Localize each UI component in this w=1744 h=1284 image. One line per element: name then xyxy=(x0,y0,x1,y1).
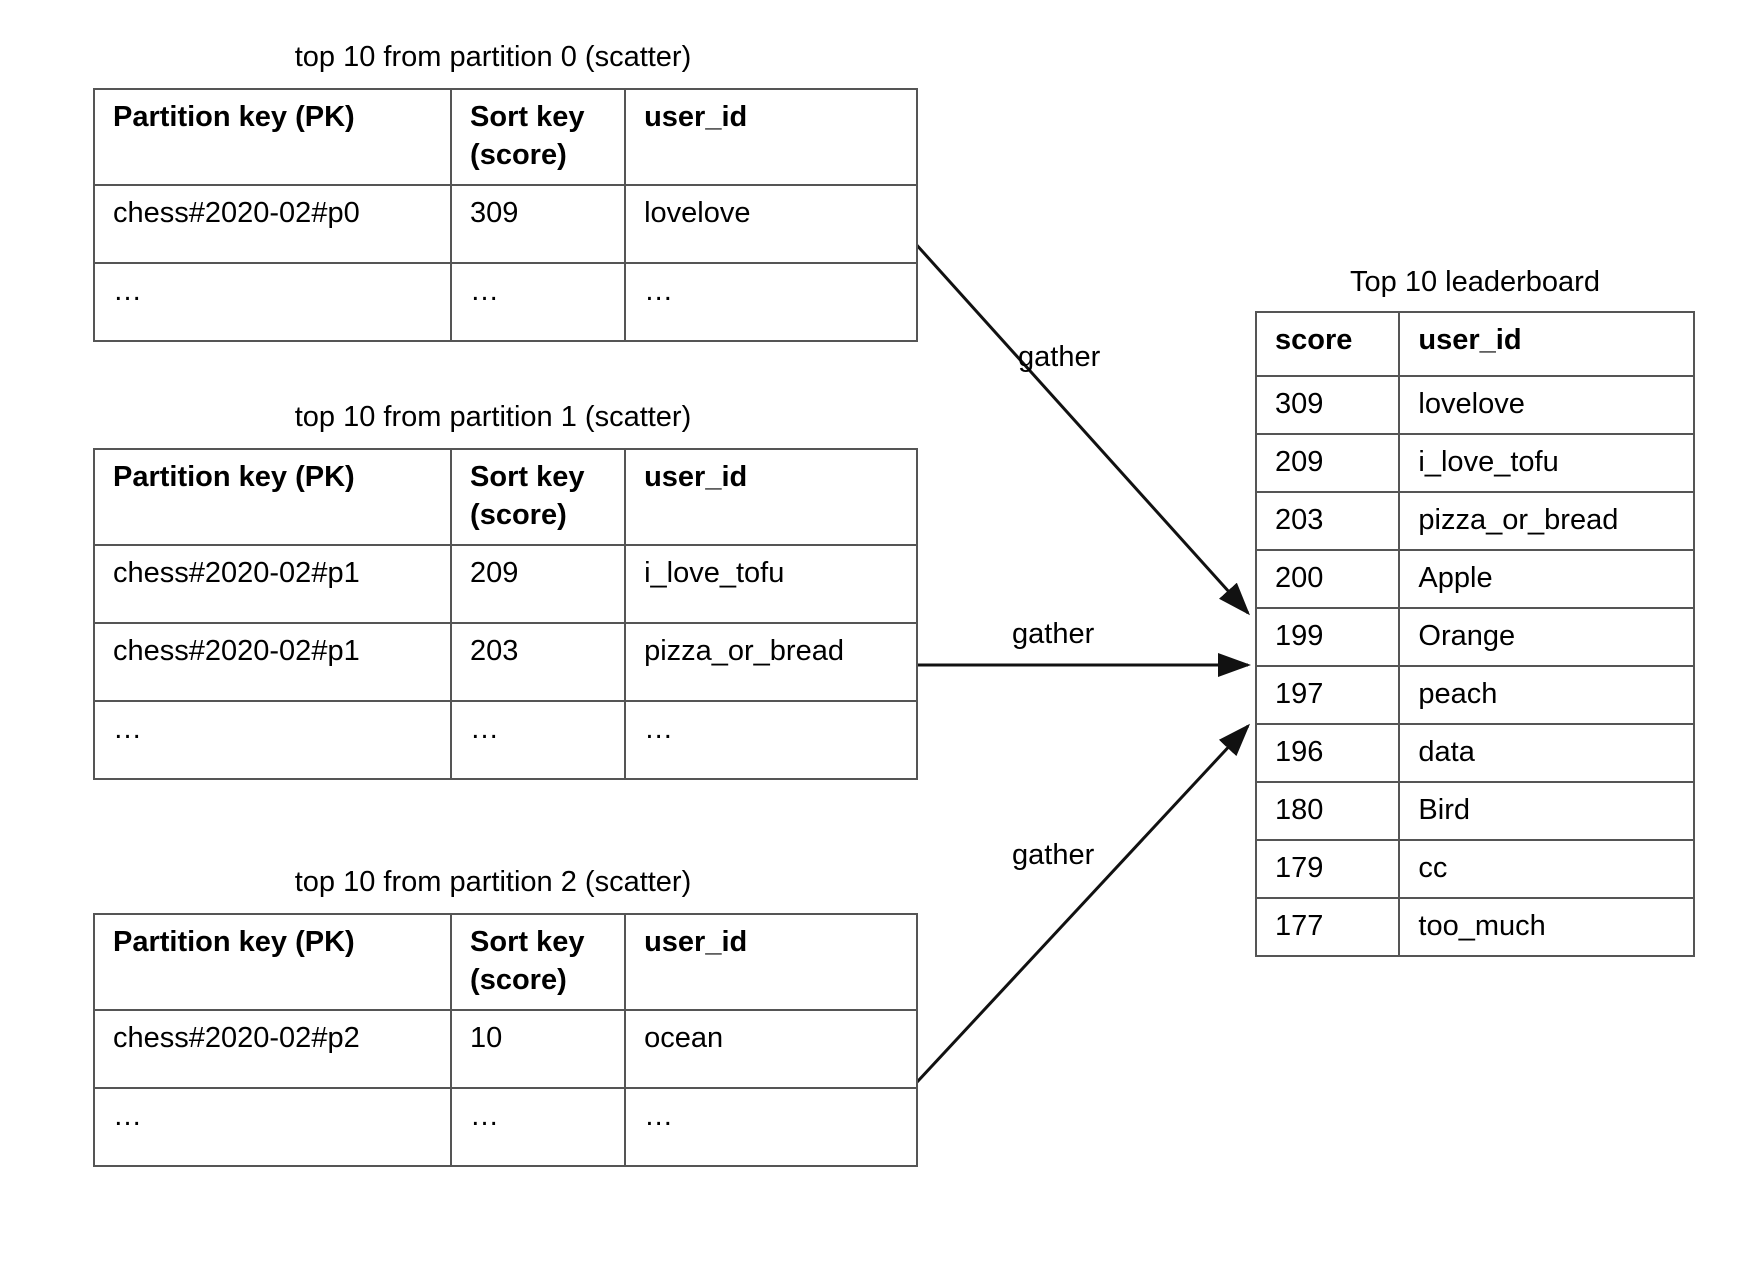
cell-score: 200 xyxy=(1254,549,1401,609)
column-header-pk: Partition key (PK) xyxy=(92,88,453,186)
column-header-pk: Partition key (PK) xyxy=(92,913,453,1011)
table-row: … … … xyxy=(92,700,918,780)
cell-user-id: lovelove xyxy=(1398,375,1695,435)
partition-1-panel: top 10 from partition 1 (scatter) Partit… xyxy=(92,400,918,780)
cell-pk: chess#2020-02#p2 xyxy=(92,1009,453,1089)
table-row: chess#2020-02#p2 10 ocean xyxy=(92,1009,918,1089)
column-header-user-id: user_id xyxy=(624,88,918,186)
table-row: 309 lovelove xyxy=(1254,375,1695,435)
table-row: chess#2020-02#p0 309 lovelove xyxy=(92,184,918,264)
partition-0-table: Partition key (PK) Sort key (score) user… xyxy=(92,88,918,342)
cell-user-id: too_much xyxy=(1398,897,1695,957)
cell-score: 197 xyxy=(1254,665,1401,725)
partition-2-title: top 10 from partition 2 (scatter) xyxy=(294,866,692,898)
partition-0-panel: top 10 from partition 0 (scatter) Partit… xyxy=(92,40,918,342)
leaderboard-panel: Top 10 leaderboard score user_id 309 lov… xyxy=(1254,265,1695,957)
table-header-row: Partition key (PK) Sort key (score) user… xyxy=(92,448,918,546)
cell-pk: … xyxy=(92,1087,453,1167)
table-row: 177 too_much xyxy=(1254,897,1695,957)
cell-score: 10 xyxy=(450,1009,627,1089)
column-header-user-id: user_id xyxy=(624,913,918,1011)
cell-user-id: … xyxy=(624,700,918,780)
cell-score: 309 xyxy=(450,184,627,264)
table-row: 197 peach xyxy=(1254,665,1695,725)
partition-0-title: top 10 from partition 0 (scatter) xyxy=(294,41,692,73)
column-header-user-id: user_id xyxy=(1398,311,1695,377)
cell-score: 179 xyxy=(1254,839,1401,899)
table-row: 180 Bird xyxy=(1254,781,1695,841)
table-row: 196 data xyxy=(1254,723,1695,783)
cell-score: 209 xyxy=(1254,433,1401,493)
gather-arrow-p2 xyxy=(903,723,1251,1097)
column-header-sort-key: Sort key (score) xyxy=(450,913,627,1011)
cell-pk: … xyxy=(92,262,453,342)
cell-pk: chess#2020-02#p1 xyxy=(92,622,453,702)
cell-score: 309 xyxy=(1254,375,1401,435)
table-header-row: Partition key (PK) Sort key (score) user… xyxy=(92,88,918,186)
column-header-score: score xyxy=(1254,311,1401,377)
table-header-row: score user_id xyxy=(1254,311,1695,377)
column-header-sort-key: Sort key (score) xyxy=(450,88,627,186)
table-row: … … … xyxy=(92,262,918,342)
cell-score: 203 xyxy=(1254,491,1401,551)
cell-score: 180 xyxy=(1254,781,1401,841)
partition-2-table: Partition key (PK) Sort key (score) user… xyxy=(92,913,918,1167)
gather-label-top: gather xyxy=(1018,341,1101,373)
table-row: 179 cc xyxy=(1254,839,1695,899)
cell-user-id: lovelove xyxy=(624,184,918,264)
cell-user-id: i_love_tofu xyxy=(624,544,918,624)
table-row: 203 pizza_or_bread xyxy=(1254,491,1695,551)
table-row: 200 Apple xyxy=(1254,549,1695,609)
cell-score: 177 xyxy=(1254,897,1401,957)
table-header-row: Partition key (PK) Sort key (score) user… xyxy=(92,913,918,1011)
gather-arrow-p0 xyxy=(903,230,1251,616)
cell-score: 199 xyxy=(1254,607,1401,667)
cell-user-id: cc xyxy=(1398,839,1695,899)
cell-user-id: peach xyxy=(1398,665,1695,725)
gather-label-bottom: gather xyxy=(1012,839,1095,871)
cell-user-id: … xyxy=(624,262,918,342)
cell-score: … xyxy=(450,262,627,342)
cell-user-id: i_love_tofu xyxy=(1398,433,1695,493)
cell-user-id: data xyxy=(1398,723,1695,783)
cell-user-id: Bird xyxy=(1398,781,1695,841)
partition-1-table: Partition key (PK) Sort key (score) user… xyxy=(92,448,918,780)
leaderboard-table: score user_id 309 lovelove 209 i_love_to… xyxy=(1254,311,1695,957)
cell-user-id: ocean xyxy=(624,1009,918,1089)
cell-pk: … xyxy=(92,700,453,780)
partition-1-title: top 10 from partition 1 (scatter) xyxy=(294,401,692,433)
column-header-sort-key: Sort key (score) xyxy=(450,448,627,546)
cell-score: … xyxy=(450,700,627,780)
table-row: chess#2020-02#p1 209 i_love_tofu xyxy=(92,544,918,624)
cell-score: 209 xyxy=(450,544,627,624)
table-row: … … … xyxy=(92,1087,918,1167)
column-header-user-id: user_id xyxy=(624,448,918,546)
table-row: 209 i_love_tofu xyxy=(1254,433,1695,493)
cell-user-id: pizza_or_bread xyxy=(1398,491,1695,551)
cell-score: 196 xyxy=(1254,723,1401,783)
table-row: chess#2020-02#p1 203 pizza_or_bread xyxy=(92,622,918,702)
cell-user-id: Apple xyxy=(1398,549,1695,609)
column-header-pk: Partition key (PK) xyxy=(92,448,453,546)
cell-pk: chess#2020-02#p1 xyxy=(92,544,453,624)
cell-pk: chess#2020-02#p0 xyxy=(92,184,453,264)
partition-2-panel: top 10 from partition 2 (scatter) Partit… xyxy=(92,865,918,1167)
cell-user-id: … xyxy=(624,1087,918,1167)
leaderboard-title: Top 10 leaderboard xyxy=(1350,266,1600,298)
cell-score: … xyxy=(450,1087,627,1167)
cell-user-id: Orange xyxy=(1398,607,1695,667)
table-row: 199 Orange xyxy=(1254,607,1695,667)
gather-label-mid: gather xyxy=(1012,618,1095,650)
cell-user-id: pizza_or_bread xyxy=(624,622,918,702)
cell-score: 203 xyxy=(450,622,627,702)
